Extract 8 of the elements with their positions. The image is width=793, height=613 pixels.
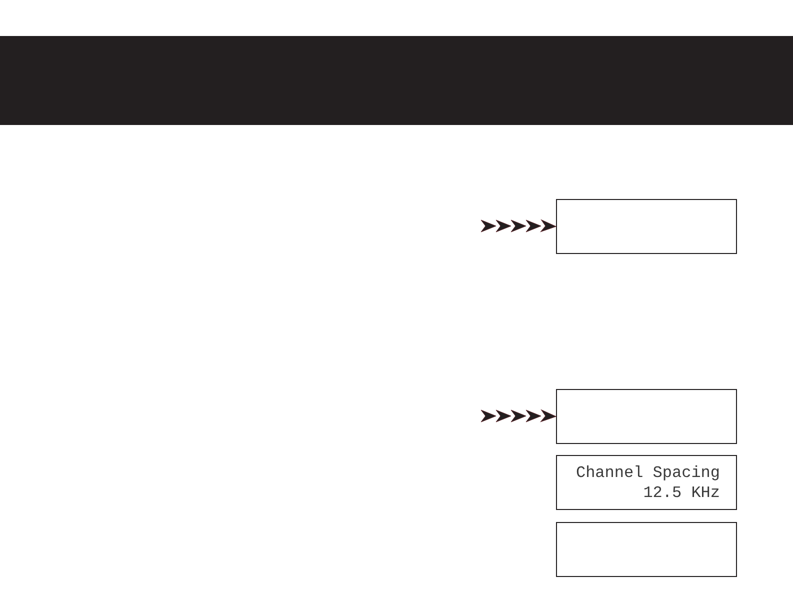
display-text: Channel Spacing [576,462,720,482]
blank-display-screen [556,199,737,254]
display-text: 12.5 KHz [643,482,720,502]
blank-display-screen [556,389,737,444]
display-screen [556,455,737,510]
chevron-arrow [480,220,556,232]
chevron-arrow [480,410,556,422]
blank-display-screen [556,522,737,577]
